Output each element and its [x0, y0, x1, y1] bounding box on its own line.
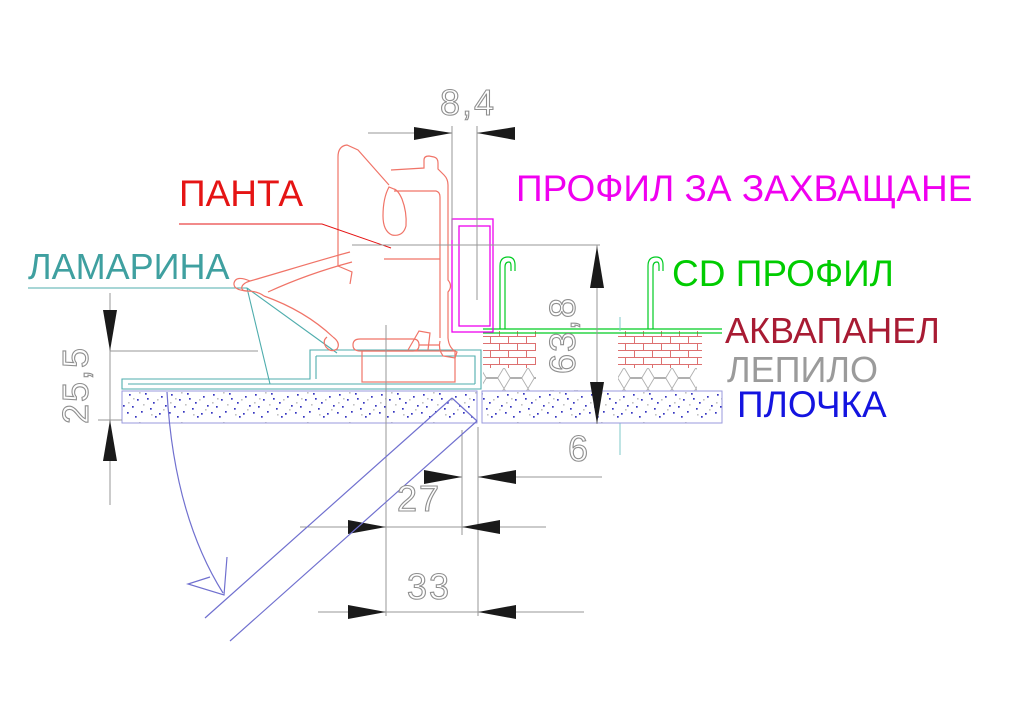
dim-gap-6: 6 — [567, 428, 591, 469]
tile-band — [121, 390, 723, 424]
dim-left-height: 25,5 — [54, 345, 96, 425]
label-hinge: ПАНТА — [179, 173, 304, 214]
label-cd-profile: CD ПРОФИЛ — [672, 253, 894, 294]
hinge-outline — [233, 144, 458, 383]
dim-top-width: 8,4 — [439, 82, 497, 123]
hinge-leader-line — [179, 223, 392, 249]
label-grip-profile: ПРОФИЛ ЗА ЗАХВАЩАНЕ — [516, 168, 973, 209]
sheet-metal-lines — [28, 287, 482, 390]
dimension-mask — [536, 247, 618, 390]
dim-offset-27: 27 — [396, 478, 442, 519]
label-sheet-metal: ЛАМАРИНА — [28, 246, 230, 287]
dimension-arrows — [103, 127, 604, 619]
grip-profile — [451, 218, 494, 333]
cd-profile-lines — [483, 256, 722, 334]
dim-offset-33: 33 — [406, 566, 452, 607]
label-aquapanel: АКВАПАНЕЛ — [725, 310, 940, 351]
door-swing — [166, 391, 478, 642]
label-tile: ПЛОЧКА — [737, 384, 887, 425]
dim-right-height: 63,8 — [541, 295, 583, 375]
label-glue: ЛЕПИЛО — [727, 349, 879, 390]
